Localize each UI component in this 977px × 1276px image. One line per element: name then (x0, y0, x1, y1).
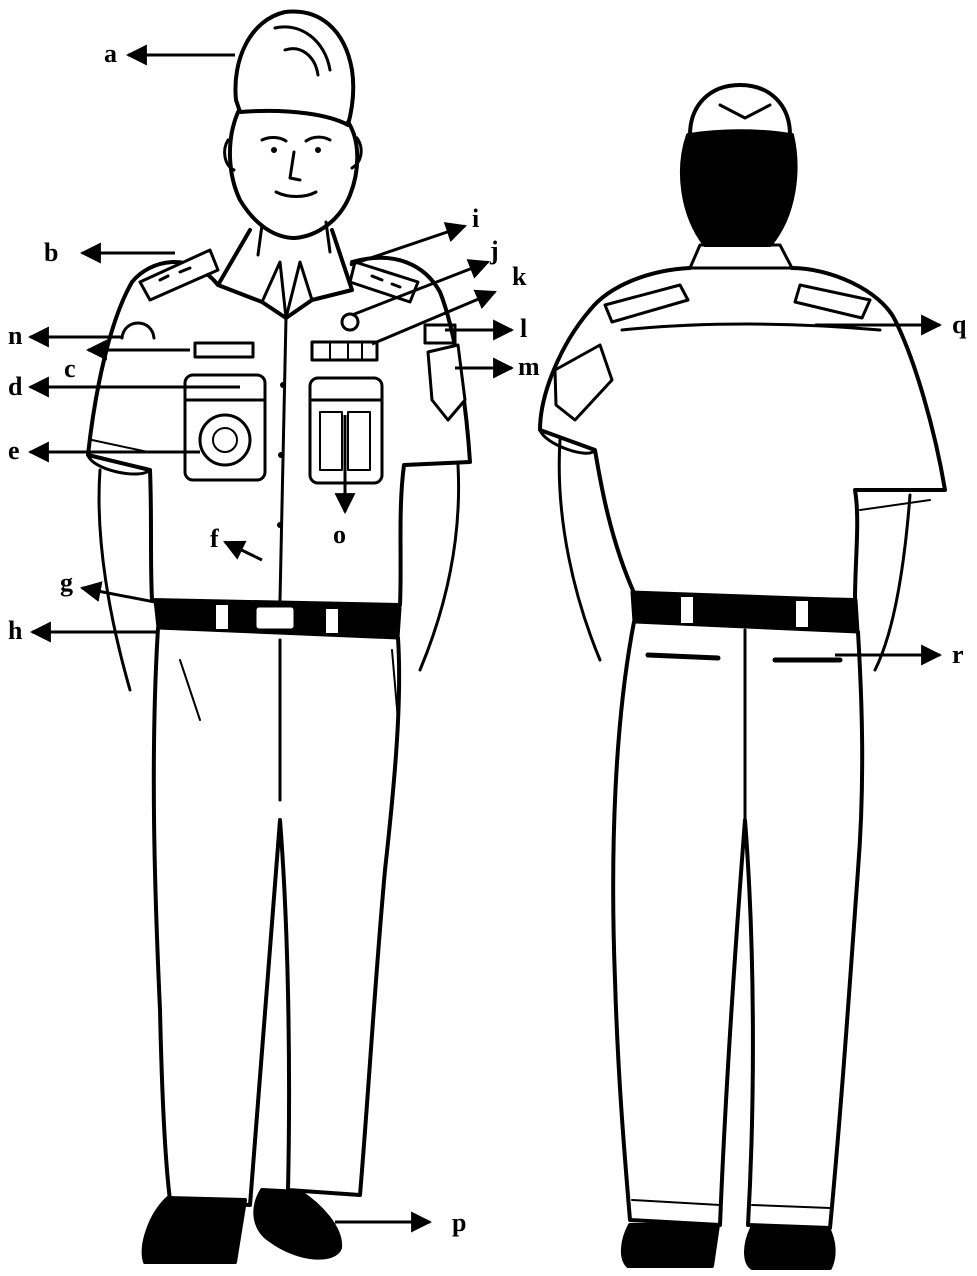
label-k: k (512, 264, 526, 290)
back-head (682, 135, 796, 245)
front-shoulder-patch (428, 345, 465, 420)
label-g: g (60, 570, 73, 596)
front-collar-pin (342, 314, 358, 330)
label-q: q (952, 312, 966, 338)
back-belt (632, 592, 858, 632)
back-pocket-left (648, 655, 718, 658)
arrow-f (225, 542, 262, 560)
back-cap (690, 85, 790, 135)
front-epaulette-right (350, 262, 418, 302)
front-pocket-emblem (200, 415, 250, 465)
back-figure (540, 85, 945, 1268)
back-shoe-right (746, 1228, 834, 1268)
back-shoe-left (623, 1225, 718, 1266)
label-e: e (8, 438, 20, 464)
front-shoe-right (255, 1190, 340, 1258)
label-d: d (8, 374, 22, 400)
label-h: h (8, 618, 22, 644)
back-sleeve-patch (555, 345, 612, 420)
label-m: m (518, 354, 540, 380)
label-c: c (64, 356, 76, 382)
label-i: i (472, 206, 479, 232)
label-b: b (44, 240, 58, 266)
front-epaulette-left (140, 250, 218, 300)
label-n: n (8, 323, 22, 349)
front-ribbon-bar (312, 342, 377, 360)
arrow-i (350, 226, 465, 265)
label-o: o (333, 522, 346, 548)
back-trousers (613, 622, 862, 1228)
arrow-g (82, 588, 160, 603)
front-belt-buckle (255, 606, 295, 630)
label-arrows (30, 55, 940, 1222)
front-shirt (88, 258, 470, 605)
front-shoe-left (144, 1198, 245, 1262)
front-name-tag (195, 343, 253, 357)
front-head (230, 112, 357, 238)
label-a: a (104, 41, 117, 67)
label-r: r (952, 642, 964, 668)
label-p: p (452, 1210, 466, 1236)
front-trousers (154, 628, 399, 1205)
label-l: l (520, 316, 527, 342)
label-f: f (210, 526, 219, 552)
label-j: j (490, 238, 499, 264)
back-shirt (540, 268, 945, 600)
front-figure (88, 12, 470, 1262)
